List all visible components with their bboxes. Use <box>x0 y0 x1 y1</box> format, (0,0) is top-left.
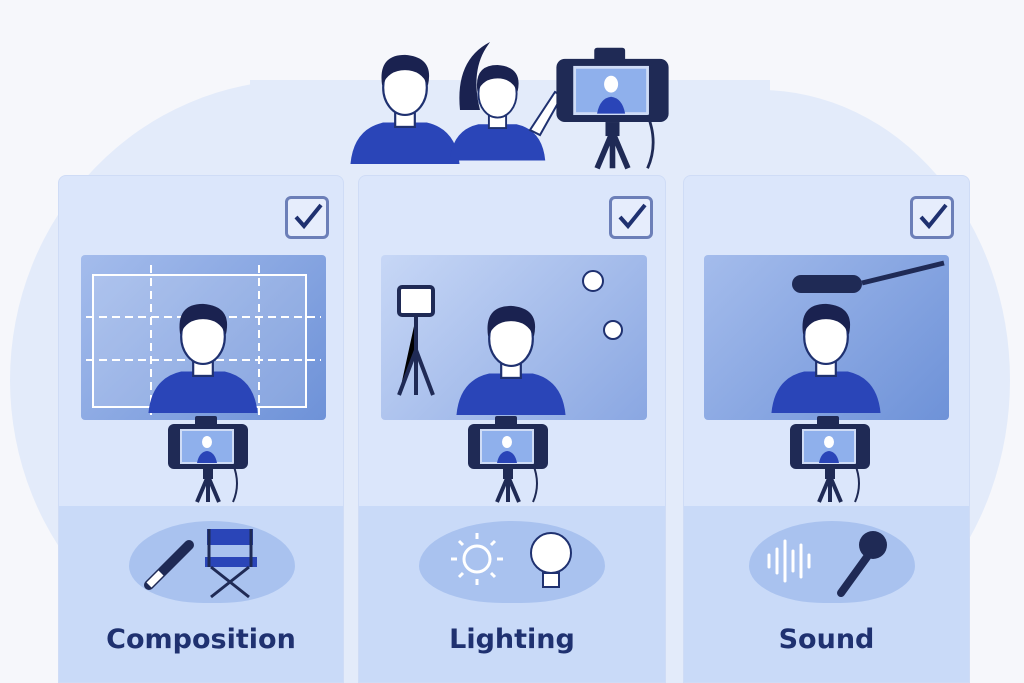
camera-icon <box>467 414 549 508</box>
card-sound[interactable]: Sound <box>683 175 970 683</box>
card-composition[interactable]: Composition <box>58 175 344 683</box>
composition-preview <box>81 255 326 420</box>
card-lighting[interactable]: Lighting <box>358 175 666 683</box>
sound-preview <box>704 255 949 420</box>
sun-icon <box>451 533 503 585</box>
sound-wave-icon <box>767 539 811 583</box>
lighting-preview <box>381 255 647 420</box>
card-label: Lighting <box>449 624 575 655</box>
card-label: Composition <box>106 624 296 655</box>
directors-chair-icon <box>205 529 257 599</box>
checkbox-checked[interactable] <box>609 196 653 239</box>
checkbox-checked[interactable] <box>285 196 329 239</box>
camera-icon <box>789 414 871 508</box>
icon-blob <box>419 521 605 603</box>
filmmakers-illustration <box>340 30 680 180</box>
icon-blob <box>129 521 295 603</box>
checkbox-checked[interactable] <box>910 196 954 239</box>
paintbrush-icon <box>144 540 194 590</box>
camera-icon <box>167 414 249 508</box>
icon-blob <box>749 521 915 603</box>
microphone-icon <box>837 531 887 597</box>
card-label: Sound <box>778 624 875 655</box>
lightbulb-icon <box>530 532 572 588</box>
